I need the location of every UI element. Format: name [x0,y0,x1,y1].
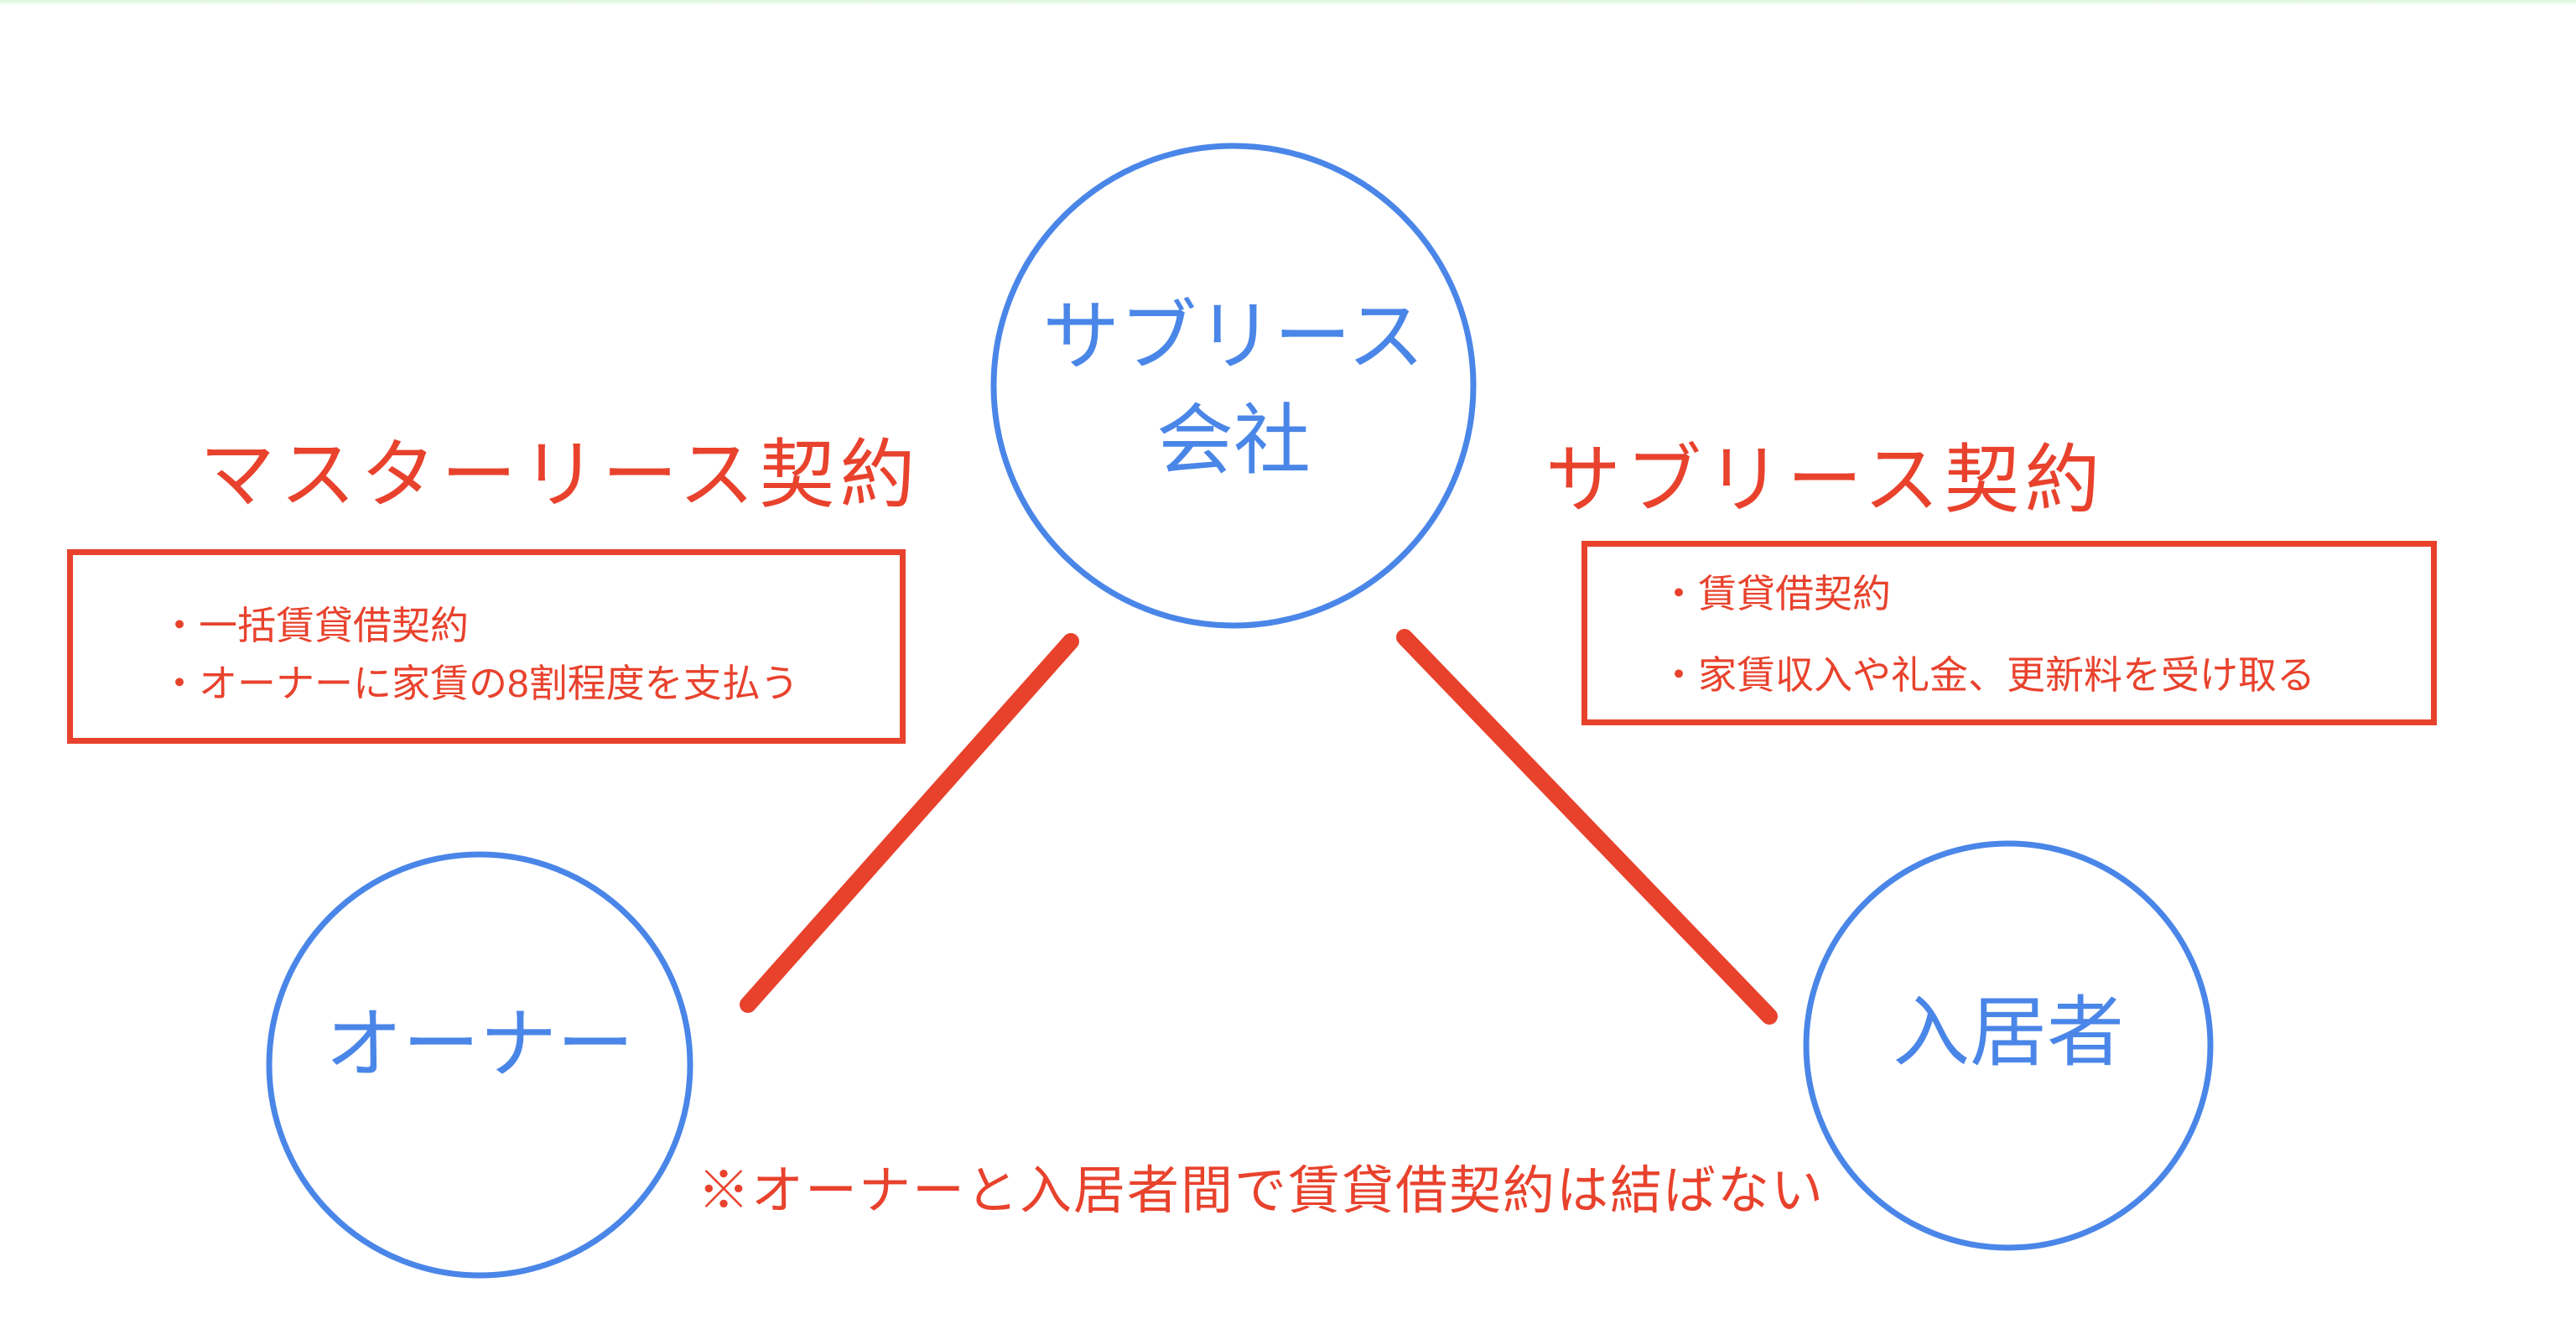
owner-label: オーナー [325,1002,634,1088]
note-text: ※オーナーと入居者間で賃貸借契約は結ばない [698,1162,1826,1220]
master-lease-connector-line [740,633,1079,1013]
master-lease-bullet-2: ・オーナーに家賃の8割程度を支払う [160,662,799,705]
master-lease-bullet-1: ・一括賃貸借契約 [160,604,469,648]
sublease-bullet-1: ・賃貸借契約 [1659,572,1891,616]
sublease-title: サブリース契約 [1545,439,2106,522]
sublease-company-circle [990,143,1477,629]
top-green-strip [0,0,2576,6]
sublease-company-label-line2: 会社 [1156,398,1311,484]
sublease-connector-line [1396,629,1778,1025]
sublease-company-label: サブリース 会社 [982,285,1485,493]
tenant-label: 入居者 [1892,990,2124,1076]
master-lease-box: ・一括賃貸借契約 ・オーナーに家賃の8割程度を支払う [67,549,906,744]
sublease-bullet-2: ・家賃収入や礼金、更新料を受け取る [1659,653,2315,697]
tenant-circle [1803,840,2214,1251]
sublease-box: ・賃貸借契約 ・家賃収入や礼金、更新料を受け取る [1581,541,2437,725]
sublease-company-label-line1: サブリース [1042,294,1425,380]
master-lease-title: マスターリース契約 [200,434,921,517]
owner-circle [266,851,693,1279]
